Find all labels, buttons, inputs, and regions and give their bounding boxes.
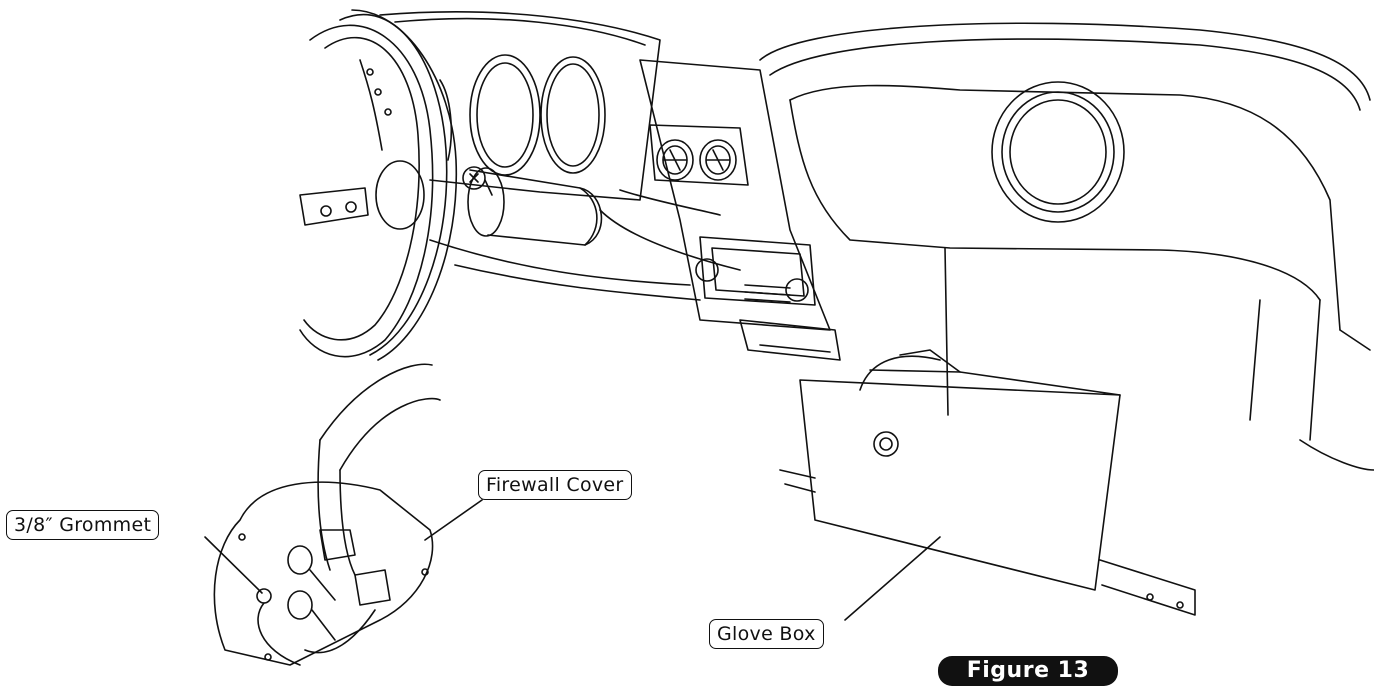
glove-box-leader: [844, 536, 941, 621]
grommet-label: 3/8″ Grommet: [6, 510, 160, 540]
gauge-cluster: [379, 11, 741, 301]
passenger-dash: [759, 22, 1374, 471]
grommet-leader: [204, 536, 263, 594]
figure-number-tab: Figure 13: [938, 656, 1118, 686]
steering-wheel: [299, 9, 458, 361]
firewall-cover-label: Firewall Cover: [478, 470, 632, 500]
firewall-cover-leader: [424, 499, 483, 541]
steering-column: [462, 166, 603, 246]
center-console: [639, 59, 841, 361]
firewall-cover-assembly: [213, 363, 441, 666]
glove-box: [779, 349, 1196, 616]
glove-box-label: Glove Box: [709, 619, 824, 649]
